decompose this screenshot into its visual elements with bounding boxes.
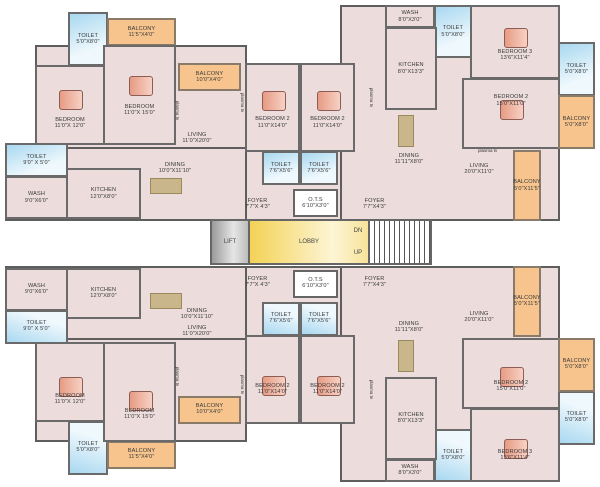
dining-table	[398, 340, 414, 372]
stairs-down-label: DN	[353, 228, 363, 234]
plasma-tv-label: plasma tv	[175, 366, 181, 387]
plasma-tv-label: plasma tv	[240, 374, 246, 395]
lobby-label: LOBBY	[298, 239, 319, 245]
lift: LIFT	[210, 219, 250, 265]
staircase	[368, 219, 432, 265]
dining-table	[398, 115, 414, 147]
plasma-tv-label: plasma tv	[369, 379, 375, 400]
plasma-tv-label: plasma tv	[478, 148, 498, 153]
lift-label: LIFT	[223, 239, 237, 245]
stairs-up-label: UP	[353, 250, 363, 256]
dining-table	[150, 178, 182, 194]
lobby: LOBBY	[250, 219, 368, 265]
